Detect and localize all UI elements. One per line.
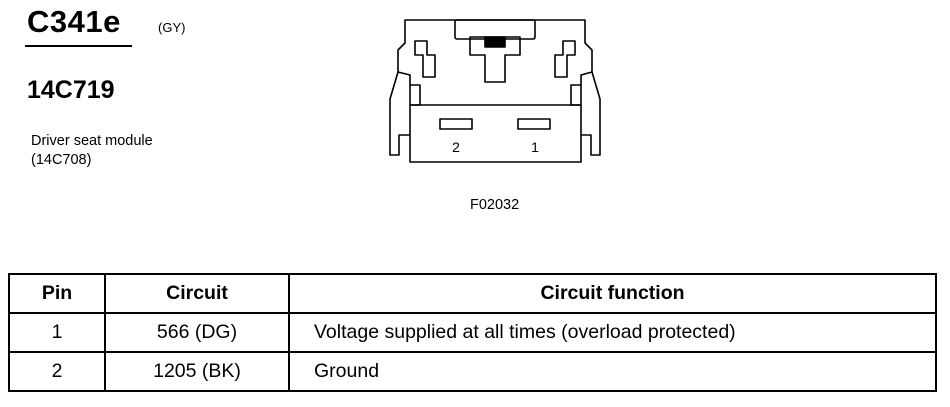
part-number: 14C719 [27,76,115,104]
circuit-cell: 566 (DG) [104,312,290,353]
connector-face-diagram: 2 1 [389,19,601,163]
header-circuit-function: Circuit function [288,273,937,314]
pin-label-2: 2 [452,139,460,155]
center-lock [469,36,521,83]
header-pin: Pin [8,273,106,314]
connector-color: (GY) [158,20,186,35]
right-latch-lower [570,84,581,106]
left-latch-lower [410,84,421,106]
circuit-cell: 1205 (BK) [104,351,290,392]
table-row: 1 566 (DG) Voltage supplied at all times… [8,312,937,353]
header-circuit: Circuit [104,273,290,314]
center-lock-key [484,36,506,48]
description-line-1: Driver seat module [31,133,153,149]
function-cell: Ground [288,351,937,392]
table-row: 2 1205 (BK) Ground [8,351,937,392]
function-cell: Voltage supplied at all times (overload … [288,312,937,353]
connector-id: C341e [27,4,121,39]
pin-cell: 2 [8,351,106,392]
pin-cavity-2 [439,118,473,130]
left-side-clip [389,71,410,156]
table-header-row: Pin Circuit Circuit function [8,273,937,314]
pin-label-1: 1 [531,139,539,155]
figure-id: F02032 [470,197,520,213]
description-line-2: (14C708) [31,152,92,168]
connector-description: Driver seat module (14C708) [31,132,153,170]
pin-table: Pin Circuit Circuit function 1 566 (DG) … [8,273,937,392]
pin-cell: 1 [8,312,106,353]
left-latch-post [414,40,436,78]
connector-id-underline [25,45,132,47]
right-side-clip [581,71,601,156]
right-latch-post [554,40,576,78]
top-lock-tab [454,19,536,40]
pin-cavity-1 [517,118,551,130]
